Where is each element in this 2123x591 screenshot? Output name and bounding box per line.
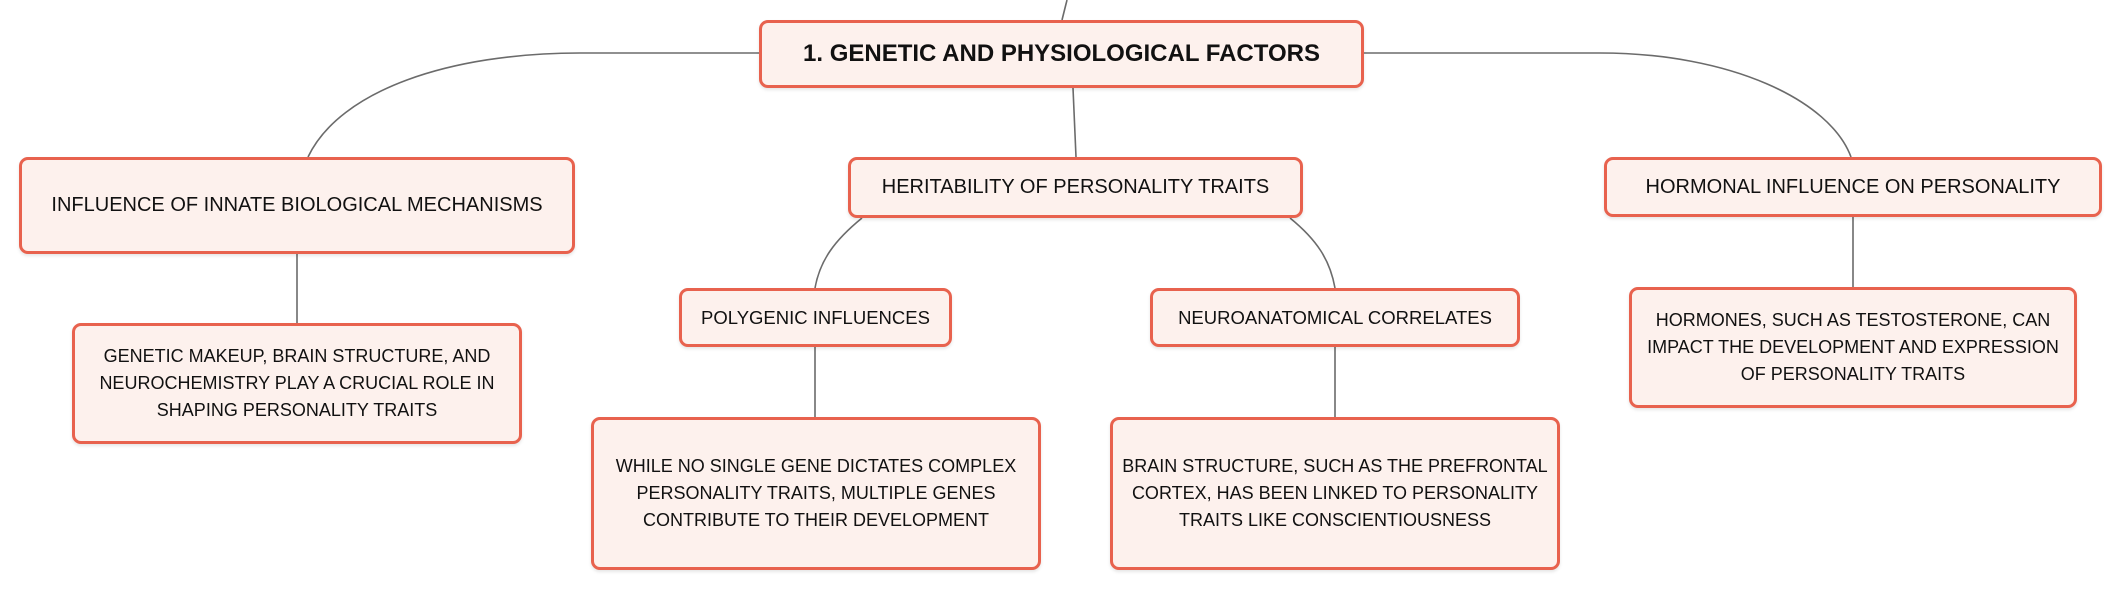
detail-innate-mechanisms-text: GENETIC MAKEUP, BRAIN STRUCTURE, AND NEU… (99, 346, 495, 420)
detail-hormonal-influence-text: HORMONES, SUCH AS TESTOSTERONE, CAN IMPA… (1647, 310, 2059, 384)
node-polygenic-influences-label: POLYGENIC INFLUENCES (701, 306, 930, 328)
connector-root-hormonal (1363, 52, 1852, 158)
node-heritability-label: HERITABILITY OF PERSONALITY TRAITS (881, 176, 1270, 198)
node-polygenic-influences[interactable]: POLYGENIC INFLUENCES (679, 288, 952, 347)
node-hormonal-influence-label: HORMONAL INFLUENCE ON PERSONALITY (1645, 175, 2061, 198)
connector-root-innate (307, 52, 759, 158)
node-innate-mechanisms-label: INFLUENCE OF INNATE BIOLOGICAL MECHANISM… (51, 194, 543, 216)
connector-heritability-neuro (1289, 217, 1336, 289)
detail-polygenic-influences[interactable]: WHILE NO SINGLE GENE DICTATES COMPLEX PE… (591, 417, 1041, 570)
connector-root-heritability (1072, 87, 1077, 158)
node-heritability[interactable]: HERITABILITY OF PERSONALITY TRAITS (848, 157, 1303, 218)
connector-root-parent (1061, 0, 1068, 21)
detail-neuroanatomical-correlates[interactable]: BRAIN STRUCTURE, SUCH AS THE PREFRONTAL … (1110, 417, 1560, 570)
root-node[interactable]: 1. GENETIC AND PHYSIOLOGICAL FACTORS (759, 20, 1364, 88)
node-innate-mechanisms[interactable]: INFLUENCE OF INNATE BIOLOGICAL MECHANISM… (19, 157, 575, 254)
node-hormonal-influence[interactable]: HORMONAL INFLUENCE ON PERSONALITY (1604, 157, 2102, 217)
node-neuroanatomical-correlates-label: NEUROANATOMICAL CORRELATES (1178, 306, 1492, 328)
connector-heritability-polygenic (814, 217, 863, 289)
detail-polygenic-influences-text: WHILE NO SINGLE GENE DICTATES COMPLEX PE… (615, 456, 1017, 530)
detail-innate-mechanisms[interactable]: GENETIC MAKEUP, BRAIN STRUCTURE, AND NEU… (72, 323, 522, 444)
node-neuroanatomical-correlates[interactable]: NEUROANATOMICAL CORRELATES (1150, 288, 1520, 347)
root-node-label: 1. GENETIC AND PHYSIOLOGICAL FACTORS (803, 40, 1320, 67)
detail-neuroanatomical-correlates-text: BRAIN STRUCTURE, SUCH AS THE PREFRONTAL … (1122, 456, 1548, 530)
detail-hormonal-influence[interactable]: HORMONES, SUCH AS TESTOSTERONE, CAN IMPA… (1629, 287, 2077, 408)
